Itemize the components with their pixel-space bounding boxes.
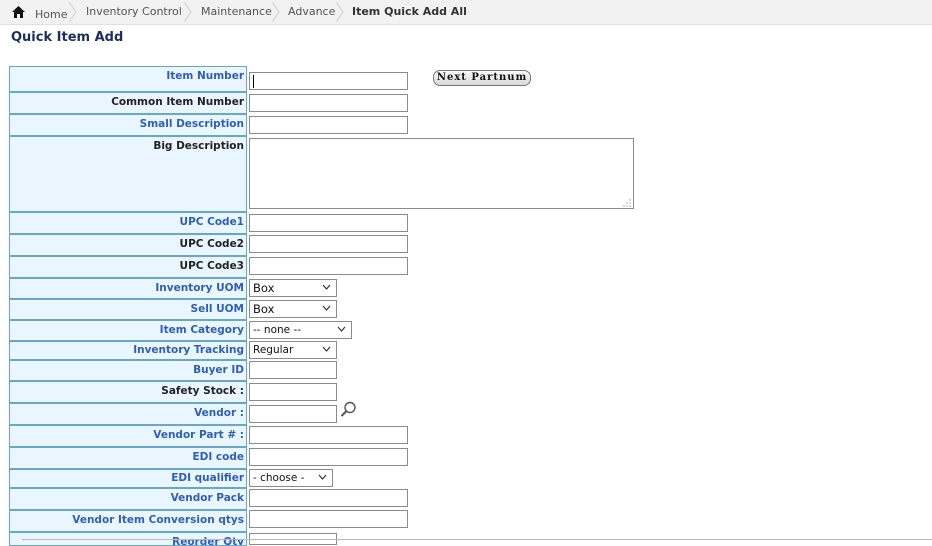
home-icon[interactable] <box>12 6 25 18</box>
safety-stock-input[interactable] <box>249 383 337 401</box>
breadcrumb-maintenance[interactable]: Maintenance <box>201 5 272 18</box>
label-vendor-item-conversion: Vendor Item Conversion qtys <box>9 510 247 532</box>
label-sell-uom: Sell UOM <box>9 299 247 320</box>
item-category-select[interactable]: -- none -- <box>249 321 352 339</box>
inventory-uom-select[interactable]: Box <box>249 279 337 297</box>
label-vendor: Vendor : <box>9 403 247 425</box>
vendor-pack-input[interactable] <box>249 489 408 507</box>
breadcrumb-advance[interactable]: Advance <box>288 5 336 18</box>
label-safety-stock: Safety Stock : <box>9 381 247 403</box>
page-title: Quick Item Add <box>11 30 124 45</box>
chevron-down-icon <box>322 346 331 352</box>
divider <box>22 539 932 540</box>
vendor-part-input[interactable] <box>249 426 408 444</box>
common-item-number-input[interactable] <box>249 94 408 112</box>
buyer-id-input[interactable] <box>249 361 337 379</box>
breadcrumb-home[interactable]: Home <box>35 8 68 21</box>
inventory-tracking-select[interactable]: Regular <box>249 341 337 359</box>
item-number-input[interactable] <box>249 72 408 90</box>
breadcrumb-inventory-control[interactable]: Inventory Control <box>86 5 182 18</box>
breadcrumb: Home Inventory Control Maintenance Advan… <box>0 0 932 25</box>
label-vendor-pack: Vendor Pack <box>9 488 247 510</box>
upc-code3-input[interactable] <box>249 257 408 275</box>
upc-code2-input[interactable] <box>249 235 408 253</box>
edi-code-input[interactable] <box>249 448 408 466</box>
magnifier-icon[interactable] <box>340 401 357 418</box>
vendor-item-conversion-input[interactable] <box>249 510 408 528</box>
label-edi-qualifier: EDI qualifier <box>9 469 247 488</box>
next-partnum-button[interactable]: Next Partnum <box>433 70 531 86</box>
label-upc-code1: UPC Code1 <box>9 212 247 234</box>
chevron-down-icon <box>318 474 327 480</box>
breadcrumb-separator <box>183 2 192 22</box>
breadcrumb-current: Item Quick Add All <box>352 5 467 18</box>
label-big-description: Big Description <box>9 136 247 212</box>
label-edi-code: EDI code <box>9 447 247 469</box>
label-small-description: Small Description <box>9 114 247 136</box>
label-common-item-number: Common Item Number <box>9 92 247 114</box>
label-item-number: Item Number <box>9 66 247 92</box>
chevron-down-icon <box>322 305 331 311</box>
label-upc-code2: UPC Code2 <box>9 234 247 256</box>
resize-grip-icon[interactable] <box>622 198 631 207</box>
text-cursor <box>253 75 254 88</box>
label-vendor-part: Vendor Part # : <box>9 425 247 447</box>
breadcrumb-separator <box>271 2 280 22</box>
vendor-input[interactable] <box>249 405 337 423</box>
breadcrumb-separator <box>335 2 344 22</box>
big-description-textarea[interactable] <box>249 138 634 209</box>
chevron-down-icon <box>322 284 331 290</box>
label-upc-code3: UPC Code3 <box>9 256 247 278</box>
upc-code1-input[interactable] <box>249 214 408 232</box>
small-description-input[interactable] <box>249 116 408 134</box>
edi-qualifier-select[interactable]: - choose - <box>249 469 333 487</box>
label-buyer-id: Buyer ID <box>9 360 247 381</box>
label-inventory-tracking: Inventory Tracking <box>9 341 247 360</box>
chevron-down-icon <box>337 326 346 332</box>
label-item-category: Item Category <box>9 320 247 341</box>
sell-uom-select[interactable]: Box <box>249 300 337 318</box>
label-inventory-uom: Inventory UOM <box>9 278 247 299</box>
breadcrumb-separator <box>68 2 77 22</box>
